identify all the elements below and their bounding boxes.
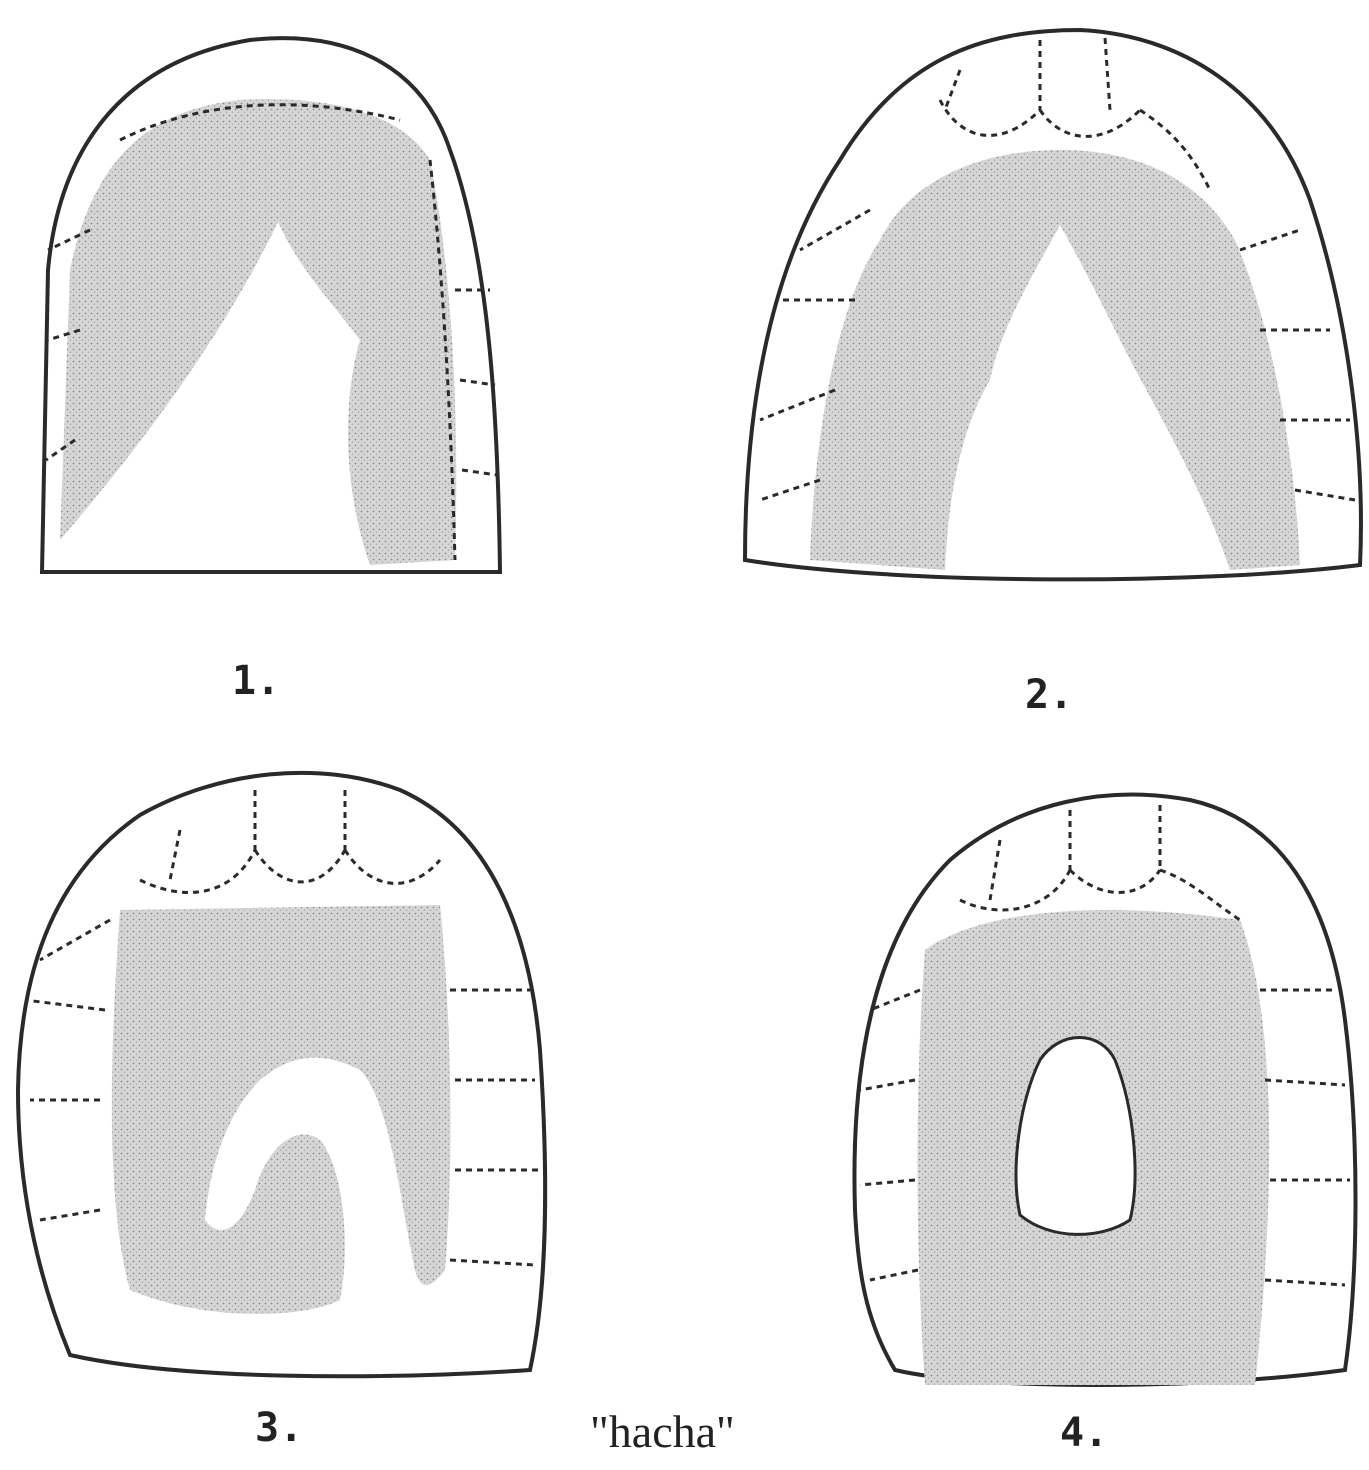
panel-label-4: 4. bbox=[1060, 1410, 1108, 1456]
panel-label-2: 2. bbox=[1025, 672, 1073, 718]
palate-diagram-2 bbox=[745, 30, 1361, 579]
palate-diagram-3 bbox=[18, 773, 545, 1376]
panel-label-3: 3. bbox=[255, 1405, 303, 1451]
palate-diagram-1 bbox=[42, 38, 500, 572]
caption-hacha: "hacha" bbox=[590, 1405, 735, 1458]
palate-diagram-4 bbox=[854, 795, 1355, 1385]
panel-label-1: 1. bbox=[232, 658, 280, 704]
